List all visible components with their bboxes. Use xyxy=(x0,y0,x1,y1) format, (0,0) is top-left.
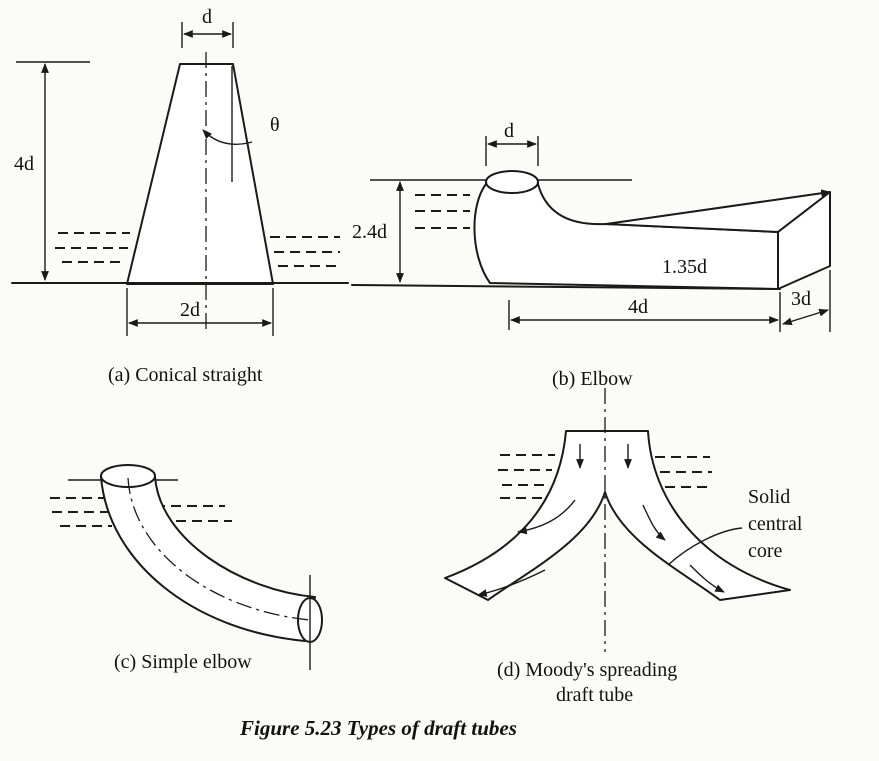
panel-b-elbow: d 2.4d 1.35d 4d 3d (b) Elbow xyxy=(351,120,831,390)
elbow-body xyxy=(473,183,779,290)
simple-elbow-inlet xyxy=(100,464,156,488)
core-leader-line xyxy=(667,527,743,566)
figure-title: Figure 5.23 Types of draft tubes xyxy=(239,716,517,740)
caption-d-line2: draft tube xyxy=(556,684,633,706)
flow-arrow-spread-right-1 xyxy=(642,504,666,541)
caption-c: (c) Simple elbow xyxy=(114,651,252,673)
moody-tube-body xyxy=(444,430,791,601)
label-b-depth: 1.35d xyxy=(662,256,707,278)
elbow-end-face xyxy=(777,191,831,290)
label-b-length: 4d xyxy=(628,296,648,318)
label-a-angle: θ xyxy=(270,114,280,136)
caption-a: (a) Conical straight xyxy=(108,364,263,386)
core-label-line1: Solid xyxy=(748,486,790,508)
panel-a-conical-straight: d 4d θ 2d (a) Conical straight xyxy=(11,6,349,386)
label-b-inlet: d xyxy=(504,120,514,142)
core-label-line3: core xyxy=(748,540,783,562)
label-b-height: 2.4d xyxy=(352,221,387,243)
panel-c-simple-elbow: (c) Simple elbow xyxy=(50,464,323,673)
flow-arrow-spread-left-2 xyxy=(477,569,546,597)
flow-arrow-spread-left-1 xyxy=(517,499,576,535)
core-label-line2: central xyxy=(748,513,803,535)
label-a-top-width: d xyxy=(202,6,212,28)
elbow-inlet-opening xyxy=(485,170,539,194)
caption-d-line1: (d) Moody's spreading xyxy=(497,659,677,681)
label-a-height: 4d xyxy=(14,153,34,175)
label-a-bottom-width: 2d xyxy=(180,299,200,321)
elbow-top-edge xyxy=(605,189,831,225)
conical-tube-body xyxy=(126,63,274,285)
flow-arrow-spread-right-2 xyxy=(689,564,725,593)
dim-b-width xyxy=(782,308,829,326)
simple-elbow-body xyxy=(100,476,316,642)
centerline-c xyxy=(127,477,311,621)
caption-b: (b) Elbow xyxy=(552,368,633,390)
panel-d-moody: Solid central core (d) Moody's spreading… xyxy=(444,388,803,706)
label-b-width: 3d xyxy=(791,288,811,310)
angle-arc xyxy=(202,129,253,145)
